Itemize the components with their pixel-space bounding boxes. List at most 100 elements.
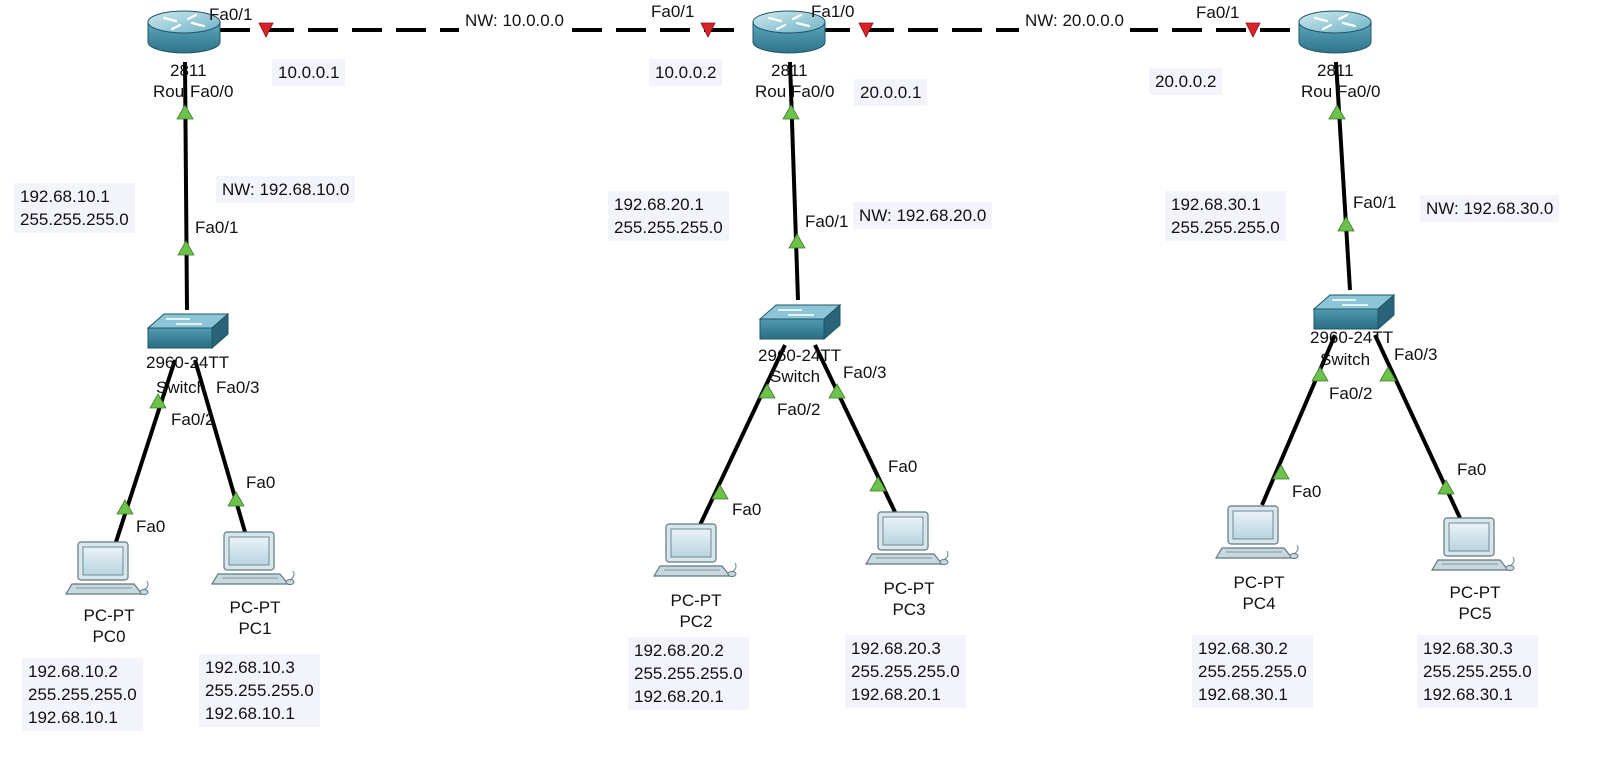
pc0-name: PC0 <box>92 627 126 646</box>
switch2-model: 2960-24TT <box>758 346 842 365</box>
pc2-ip: 192.68.20.2 <box>634 641 724 660</box>
switch1-port-p2: Fa0/2 <box>171 410 215 429</box>
switch-icon[interactable] <box>1313 294 1395 330</box>
router2-port-lan: Fa0/0 <box>791 82 835 101</box>
pc3-port: Fa0 <box>888 457 918 476</box>
pc1-mask: 255.255.255.0 <box>205 681 314 700</box>
pc2-caption: PC-PT PC2 <box>667 590 725 632</box>
pc1-name: PC1 <box>238 619 272 638</box>
router3-port-lan: Fa0/0 <box>1337 82 1381 101</box>
pc3-ip: 192.68.20.3 <box>851 639 941 658</box>
lan2-network: NW: 192.68.20.0 <box>853 202 993 229</box>
port-up-icon <box>782 104 800 120</box>
pc4-type: PC-PT <box>1233 573 1285 592</box>
wan2-right-ip: 20.0.0.2 <box>1149 68 1223 95</box>
pc2-mask: 255.255.255.0 <box>634 664 743 683</box>
switch3-name: Switch <box>1320 350 1371 369</box>
pc0-gateway: 192.68.10.1 <box>28 708 118 727</box>
port-up-icon <box>176 104 194 120</box>
router3-name: Rou <box>1301 82 1333 101</box>
router2-port-right: Fa1/0 <box>811 2 855 21</box>
switch3-port-p3: Fa0/3 <box>1394 345 1438 364</box>
router3-model: 2811 <box>1317 61 1354 80</box>
pc-icon[interactable] <box>65 541 149 596</box>
pc4-ipconfig: 192.68.30.2 255.255.255.0 192.68.30.1 <box>1192 635 1313 708</box>
pc3-mask: 255.255.255.0 <box>851 662 960 681</box>
lan1-router-interface: 192.68.10.1 255.255.255.0 <box>14 183 135 233</box>
switch-icon[interactable] <box>759 304 841 340</box>
port-down-icon <box>1245 22 1261 38</box>
switch2-port-uplink: Fa0/1 <box>805 212 849 231</box>
router1-port-uplink: Fa0/1 <box>209 5 253 24</box>
pc0-type: PC-PT <box>83 606 135 625</box>
port-up-icon <box>1437 479 1455 495</box>
pc1-ip: 192.68.10.3 <box>205 658 295 677</box>
lan3-router-mask: 255.255.255.0 <box>1171 218 1280 237</box>
pc1-ipconfig: 192.68.10.3 255.255.255.0 192.68.10.1 <box>199 654 320 727</box>
pc5-mask: 255.255.255.0 <box>1423 662 1532 681</box>
lan2-router-ip: 192.68.20.1 <box>614 195 704 214</box>
pc3-caption: PC-PT PC3 <box>880 578 938 620</box>
wan1-right-ip: 10.0.0.2 <box>649 59 723 86</box>
port-up-icon <box>1337 216 1355 232</box>
pc-icon[interactable] <box>211 531 295 586</box>
pc2-ipconfig: 192.68.20.2 255.255.255.0 192.68.20.1 <box>628 637 749 710</box>
pc3-ipconfig: 192.68.20.3 255.255.255.0 192.68.20.1 <box>845 635 966 708</box>
pc4-mask: 255.255.255.0 <box>1198 662 1307 681</box>
pc4-name: PC4 <box>1242 594 1276 613</box>
pc2-port: Fa0 <box>732 500 762 519</box>
port-up-icon <box>177 240 195 256</box>
link-router2-switch2[interactable] <box>788 61 800 301</box>
lan1-network: NW: 192.68.10.0 <box>216 176 356 203</box>
port-up-icon <box>1328 104 1346 120</box>
lan2-router-interface: 192.68.20.1 255.255.255.0 <box>608 191 729 241</box>
switch2-port-p2: Fa0/2 <box>777 400 821 419</box>
port-up-icon <box>828 383 846 399</box>
wan1-network: NW: 10.0.0.0 <box>459 7 570 34</box>
pc0-ip: 192.68.10.2 <box>28 662 118 681</box>
lan1-router-mask: 255.255.255.0 <box>20 210 129 229</box>
pc0-ipconfig: 192.68.10.2 255.255.255.0 192.68.10.1 <box>22 658 143 731</box>
lan3-network: NW: 192.68.30.0 <box>1420 195 1560 222</box>
switch2-name: Switch <box>770 367 821 386</box>
pc4-caption: PC-PT PC4 <box>1230 572 1288 614</box>
pc5-caption: PC-PT PC5 <box>1446 582 1504 624</box>
pc5-ipconfig: 192.68.30.3 255.255.255.0 192.68.30.1 <box>1417 635 1538 708</box>
wan2-left-ip: 20.0.0.1 <box>854 79 928 106</box>
pc2-gateway: 192.68.20.1 <box>634 687 724 706</box>
pc1-type: PC-PT <box>229 598 281 617</box>
router2-model: 2811 <box>771 61 808 80</box>
pc4-ip: 192.68.30.2 <box>1198 639 1288 658</box>
switch3-port-p2: Fa0/2 <box>1329 384 1373 403</box>
router2-name: Rou <box>755 82 787 101</box>
port-up-icon <box>227 491 245 507</box>
pc1-port: Fa0 <box>246 473 276 492</box>
pc-icon[interactable] <box>653 523 737 578</box>
pc3-name: PC3 <box>892 600 926 619</box>
switch1-model: 2960-24TT <box>146 353 230 372</box>
switch1-name: Switch <box>156 378 207 397</box>
pc4-port: Fa0 <box>1292 482 1322 501</box>
pc-icon[interactable] <box>865 511 949 566</box>
pc4-gateway: 192.68.30.1 <box>1198 685 1288 704</box>
pc0-mask: 255.255.255.0 <box>28 685 137 704</box>
link-router1-switch1[interactable] <box>183 61 189 311</box>
pc5-gateway: 192.68.30.1 <box>1423 685 1513 704</box>
link-router3-switch3[interactable] <box>1334 61 1352 291</box>
switch-icon[interactable] <box>147 313 229 349</box>
router1-port-lan: Fa0/0 <box>190 82 234 101</box>
pc2-type: PC-PT <box>670 591 722 610</box>
pc5-name: PC5 <box>1458 604 1492 623</box>
pc0-port: Fa0 <box>136 517 166 536</box>
pc-icon[interactable] <box>1431 517 1515 572</box>
pc-icon[interactable] <box>1215 505 1299 560</box>
switch1-port-p3: Fa0/3 <box>216 378 260 397</box>
pc3-type: PC-PT <box>883 579 935 598</box>
lan1-router-ip: 192.68.10.1 <box>20 187 110 206</box>
pc5-type: PC-PT <box>1449 583 1501 602</box>
router1-name: Rou <box>153 82 185 101</box>
wan1-left-ip: 10.0.0.1 <box>272 59 346 86</box>
switch3-port-uplink: Fa0/1 <box>1353 193 1397 212</box>
router-icon[interactable] <box>1297 9 1373 55</box>
pc1-caption: PC-PT PC1 <box>226 597 284 639</box>
